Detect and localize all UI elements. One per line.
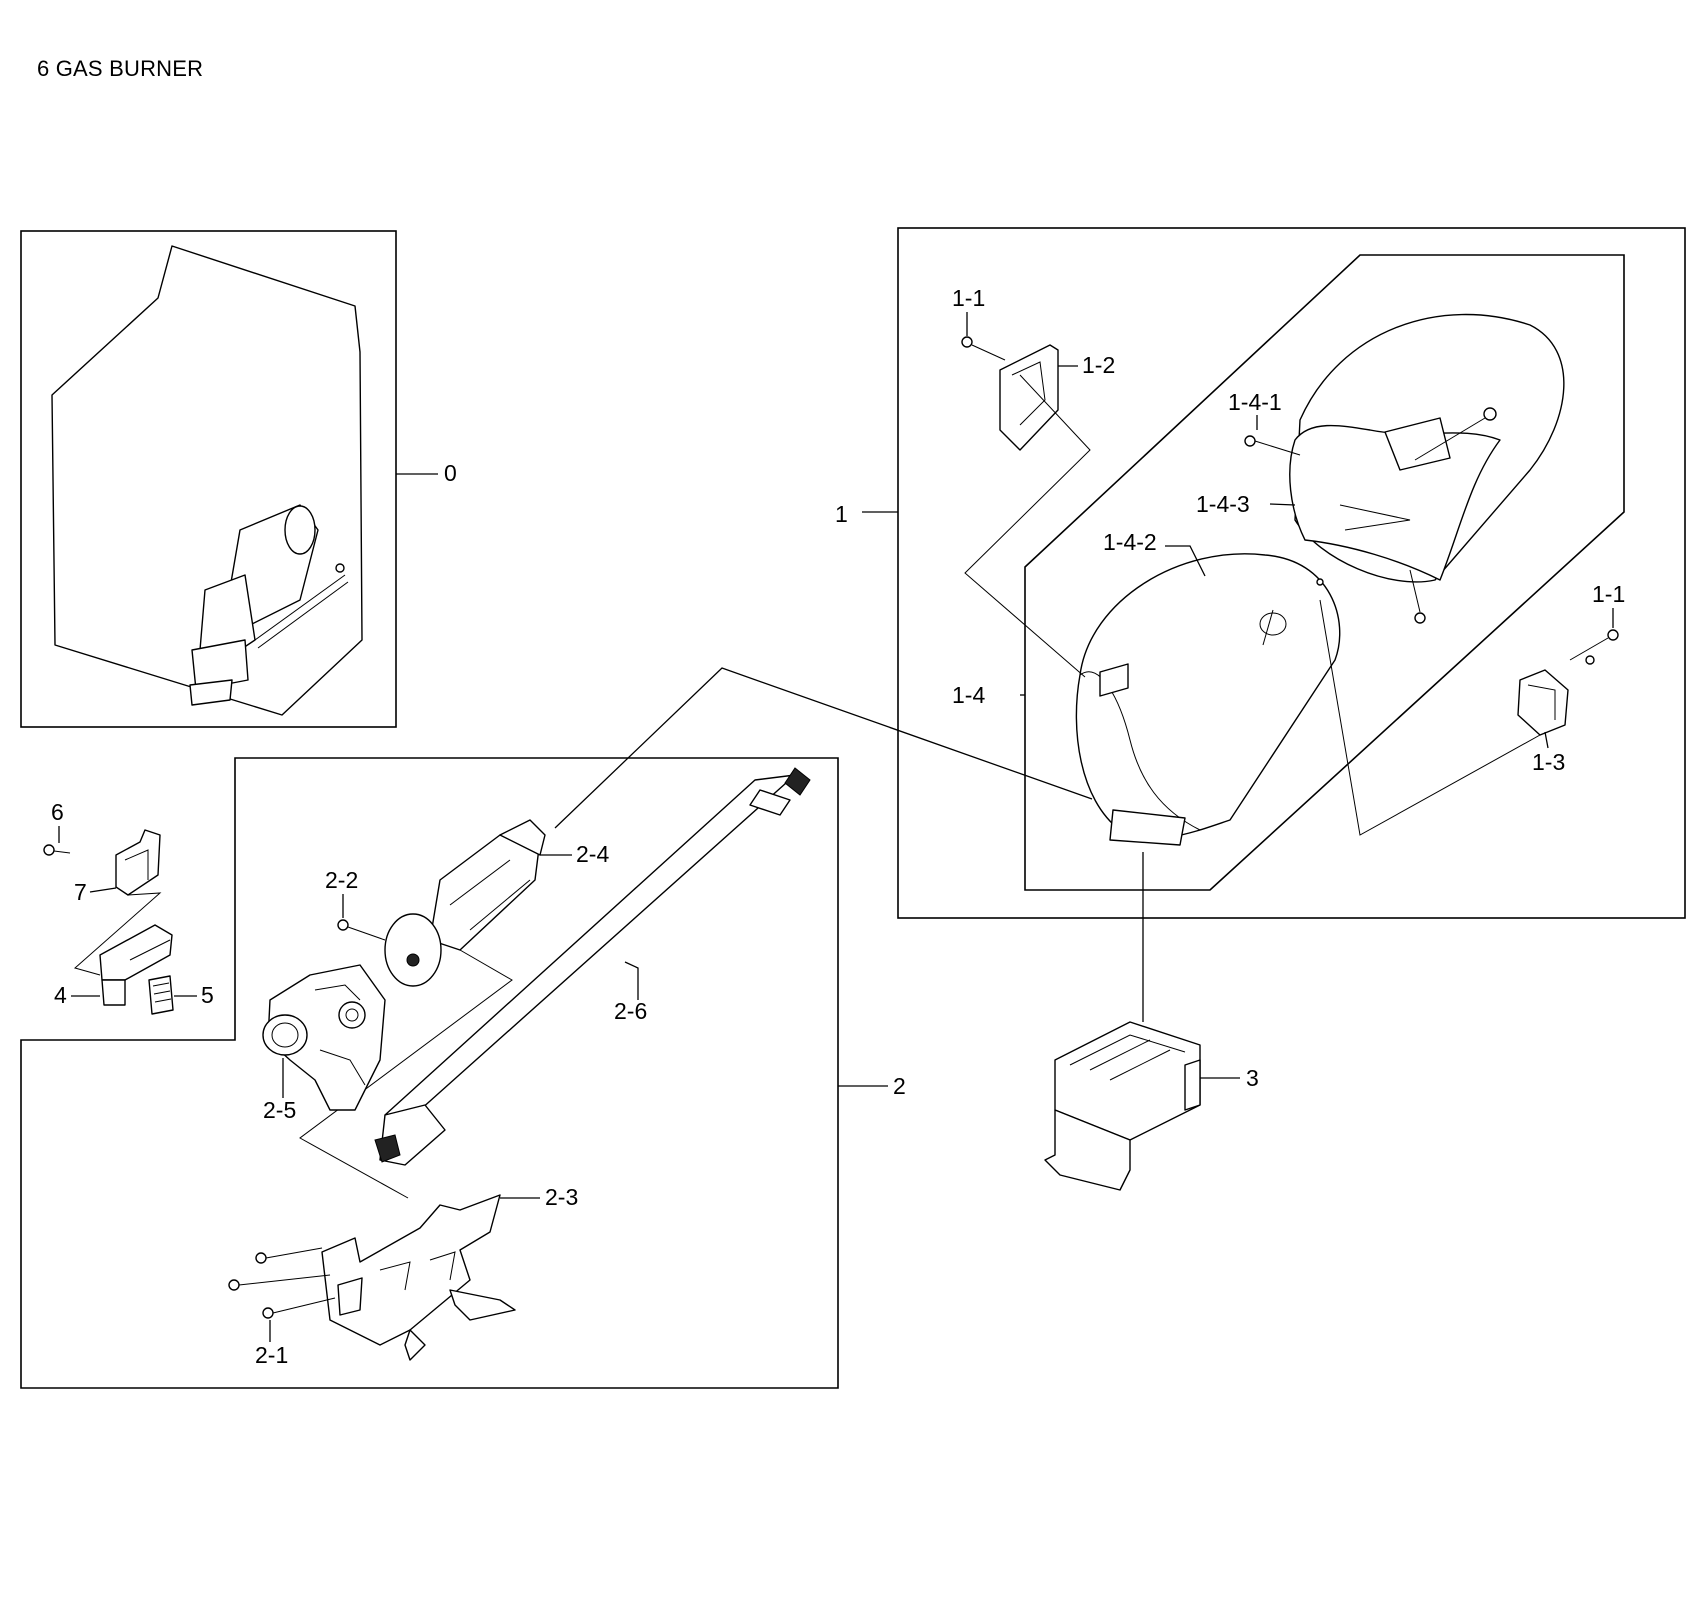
callout-1-3: 1-3 — [1532, 749, 1565, 775]
burner-body-2-4 — [384, 819, 546, 987]
leader-housing-to-2-4 — [554, 667, 1093, 829]
gas-valve-2-5 — [262, 964, 386, 1111]
group-2-frame — [20, 757, 839, 1389]
callout-1-4-3: 1-4-3 — [1196, 491, 1250, 517]
callout-7: 7 — [74, 879, 87, 905]
callout-4: 4 — [54, 982, 67, 1008]
igniter-bracket-7 — [115, 829, 161, 896]
leader-7 — [89, 887, 117, 893]
leader-1-3 — [1544, 731, 1549, 749]
combustion-chamber-lower — [1075, 553, 1341, 846]
base-bracket-part — [1044, 1021, 1201, 1191]
callout-0: 0 — [444, 460, 457, 486]
leader-2-6 — [624, 961, 639, 1000]
callout-5: 5 — [201, 982, 214, 1008]
igniter-parts-4-7: 6 7 4 5 — [43, 799, 214, 1015]
group-2-valve-burner: 2 2-6 2-4 2-2 — [20, 757, 906, 1389]
group-0-assembly: 0 — [20, 230, 457, 728]
group-1-burner-housing: 1 1-4 1-4-1 1-4-3 — [554, 227, 1686, 919]
callout-2-3: 2-3 — [545, 1184, 578, 1210]
filter-5 — [148, 975, 174, 1015]
callout-1: 1 — [835, 501, 848, 527]
leader-1-4-3 — [1269, 503, 1296, 506]
callout-3: 3 — [1246, 1065, 1259, 1091]
page-title: 6 GAS BURNER — [37, 56, 204, 81]
screw-2-2 — [337, 919, 386, 941]
callout-2: 2 — [893, 1073, 906, 1099]
callout-2-5: 2-5 — [263, 1097, 296, 1123]
callout-1-4-1: 1-4-1 — [1228, 389, 1282, 415]
callout-6: 6 — [51, 799, 64, 825]
burner-assembly-small — [189, 504, 349, 706]
callout-1-4: 1-4 — [952, 682, 985, 708]
combustion-chamber-upper — [1244, 313, 1565, 624]
group-1-frame — [897, 227, 1686, 919]
burner-tube-2-6 — [374, 767, 811, 1166]
leader-2-4-back — [299, 949, 513, 1199]
bracket-1-2-with-screw — [961, 336, 1091, 678]
bracket-1-3-with-screw — [1319, 599, 1619, 836]
callout-1-4-2: 1-4-2 — [1103, 529, 1157, 555]
group-1-4-frame — [1024, 254, 1625, 891]
mounting-bracket-2-3 — [228, 1194, 516, 1361]
group-0-frame — [20, 230, 397, 728]
callout-1-1-right: 1-1 — [1592, 581, 1625, 607]
callout-1-2: 1-2 — [1082, 352, 1115, 378]
callout-2-2: 2-2 — [325, 867, 358, 893]
group-3-base-bracket: 3 — [1044, 852, 1259, 1191]
callout-2-6: 2-6 — [614, 998, 647, 1024]
callout-2-4: 2-4 — [576, 841, 609, 867]
callout-1-1-top: 1-1 — [952, 285, 985, 311]
leader-1-4-2 — [1165, 545, 1206, 577]
callout-2-1: 2-1 — [255, 1342, 288, 1368]
igniter-4 — [99, 924, 173, 981]
